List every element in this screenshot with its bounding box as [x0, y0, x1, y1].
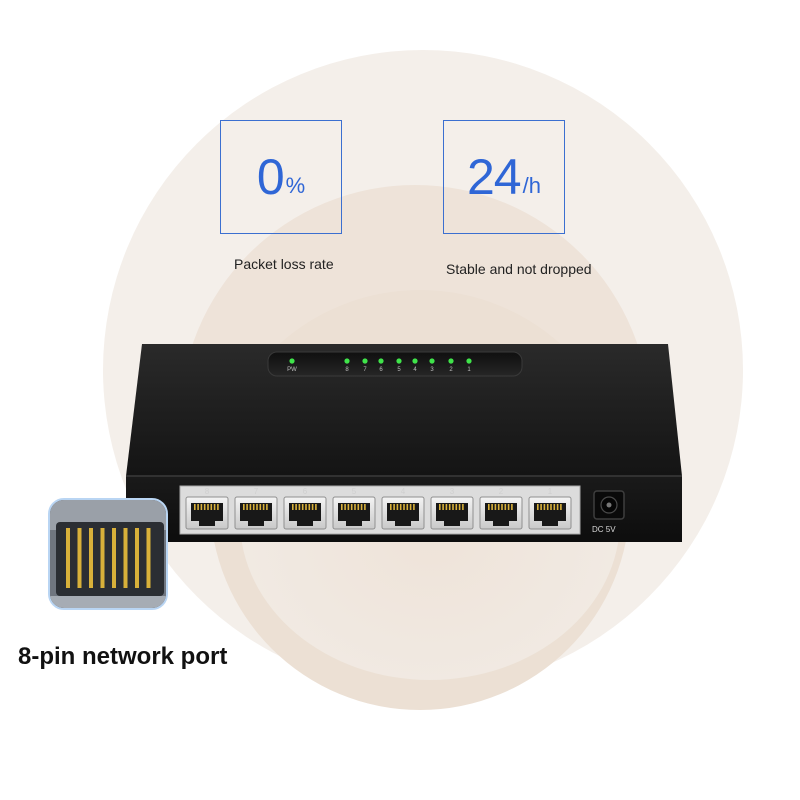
uptime-value: 24	[467, 149, 522, 205]
ethernet-port-4[interactable]	[381, 496, 425, 530]
packet-loss-caption: Packet loss rate	[234, 256, 334, 272]
ethernet-port-5[interactable]	[332, 496, 376, 530]
port-number-label: 8	[205, 487, 210, 496]
status-led-4	[412, 358, 418, 364]
network-port-caption: 8-pin network port	[18, 643, 228, 670]
status-led-label: PW	[287, 367, 297, 373]
status-led-5	[396, 358, 402, 364]
port-number-label: 3	[450, 487, 455, 496]
packet-loss-unit: %	[285, 173, 306, 198]
status-led-label: 6	[379, 367, 383, 373]
led-window	[267, 351, 523, 377]
status-led-2	[448, 358, 454, 364]
status-led-pw	[289, 358, 295, 364]
port-number-label: 1	[548, 487, 553, 496]
uptime-box: 24/h	[443, 120, 565, 234]
packet-loss-value: 0	[256, 149, 285, 205]
status-led-group: PW 8 7 6 5 4 3 2 1	[287, 358, 472, 373]
ethernet-port-8[interactable]	[185, 496, 229, 530]
uptime-unit: /h	[522, 173, 541, 198]
status-led-7	[362, 358, 368, 364]
packet-loss-box: 0%	[220, 120, 342, 234]
ethernet-port-1[interactable]	[528, 496, 572, 530]
port-number-label: 6	[303, 487, 308, 496]
port-number-label: 2	[499, 487, 504, 496]
status-led-label: 8	[345, 367, 349, 373]
status-led-label: 7	[363, 367, 367, 373]
switch-top-face	[126, 344, 682, 476]
power-label: DC 5V	[592, 525, 616, 534]
uptime-caption: Stable and not dropped	[446, 261, 592, 277]
status-led-label: 1	[467, 367, 471, 373]
status-led-label: 3	[430, 367, 434, 373]
ethernet-port-2[interactable]	[479, 496, 523, 530]
port-number-label: 7	[254, 487, 259, 496]
status-led-6	[378, 358, 384, 364]
status-led-8	[344, 358, 350, 364]
port-label-group: 8 7 6 5 4 3 2 1	[205, 487, 553, 496]
status-led-label: 4	[413, 367, 417, 373]
port-group	[185, 496, 572, 530]
port-number-label: 5	[352, 487, 357, 496]
pin-magnifier-inset	[48, 498, 168, 610]
rj45-pins-icon	[50, 500, 166, 608]
ethernet-port-3[interactable]	[430, 496, 474, 530]
status-led-3	[429, 358, 435, 364]
status-led-label: 2	[449, 367, 453, 373]
ethernet-port-7[interactable]	[234, 496, 278, 530]
port-number-label: 4	[401, 487, 406, 496]
status-led-label: 5	[397, 367, 401, 373]
ethernet-port-6[interactable]	[283, 496, 327, 530]
status-led-1	[466, 358, 472, 364]
